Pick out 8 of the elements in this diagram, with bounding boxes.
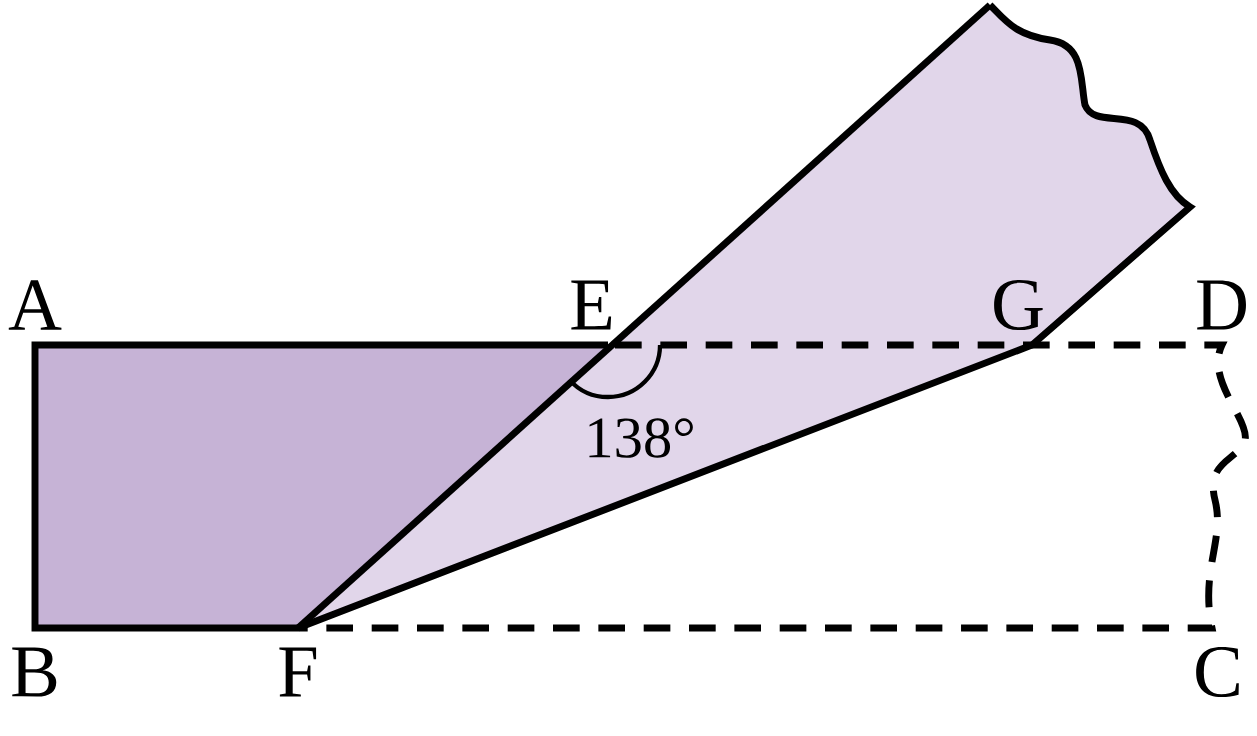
point-label: G — [994, 279, 1043, 331]
point-label: B — [12, 647, 57, 697]
point-label: C — [1196, 646, 1239, 698]
point-label: F — [279, 647, 317, 697]
point-label: D — [1197, 280, 1246, 330]
point-label: E — [571, 280, 612, 330]
angle-label: 138° — [589, 418, 693, 458]
point-label: A — [8, 280, 62, 330]
